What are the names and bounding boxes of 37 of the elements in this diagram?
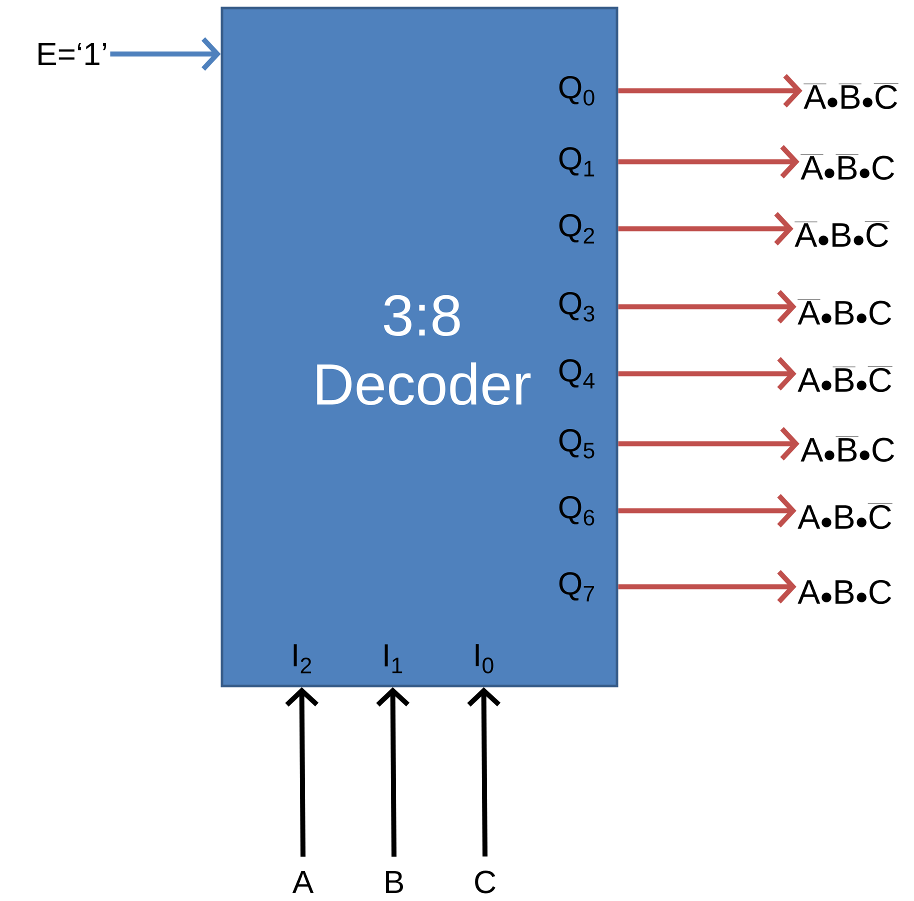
input-label: A xyxy=(292,871,314,893)
arrow xyxy=(618,494,796,528)
input-label: C xyxy=(475,870,496,894)
arrow xyxy=(618,570,796,604)
arrow xyxy=(618,212,794,246)
decoder-title: 3:8 Decoder xyxy=(317,294,531,406)
output-pin-label: Q$_{6}$ xyxy=(559,496,594,526)
arrow xyxy=(618,357,796,390)
output-expression: $\mathrm{A{\bullet}B{\bullet}\overline{C}}$ xyxy=(798,504,892,530)
output-pin-label: Q$_{5}$ xyxy=(559,429,594,458)
input-pin-label: I$_{1}$ xyxy=(384,644,402,674)
arrow xyxy=(376,687,410,857)
output-expression: $\mathrm{\overline{A}{\bullet}\overline{B}{\bullet}C}$ xyxy=(800,154,894,180)
output-expression: $\mathrm{A{\bullet}B{\bullet}C}$ xyxy=(798,580,892,604)
output-expression: $\mathrm{\overline{A}{\bullet}B{\bullet}C}$ xyxy=(798,300,892,325)
output-expression: $\mathrm{A{\bullet}\overline{B}{\bullet}C}$ xyxy=(800,436,894,462)
output-expression: $\mathrm{A{\bullet}\overline{B}{\bullet}\overline{C}}$ xyxy=(798,366,892,392)
output-expression: $\mathrm{\overline{A}{\bullet}B{\bullet}\overline{C}}$ xyxy=(794,222,890,248)
arrow xyxy=(285,687,319,857)
decoder-box xyxy=(220,6,618,688)
output-pin-label: Q$_{7}$ xyxy=(559,572,594,602)
output-expression: $\mathrm{\overline{A}{\bullet}\overline{B}{\bullet}\overline{C}}$ xyxy=(804,84,898,110)
input-label: B xyxy=(386,871,403,893)
arrow xyxy=(618,145,800,178)
arrow xyxy=(618,427,800,460)
output-pin-label: Q$_{0}$ xyxy=(559,76,594,106)
arrow xyxy=(467,687,501,856)
arrow xyxy=(618,74,802,108)
arrow xyxy=(110,37,221,71)
output-pin-label: Q$_{2}$ xyxy=(559,214,594,244)
output-pin-label: Q$_{4}$ xyxy=(559,359,595,388)
output-pin-label: Q$_{3}$ xyxy=(559,292,594,322)
input-pin-label: I$_{2}$ xyxy=(294,644,312,674)
input-pin-label: I$_{0}$ xyxy=(476,644,494,674)
output-pin-label: Q$_{1}$ xyxy=(559,147,594,176)
arrow xyxy=(618,290,796,324)
enable-label: E=‘1’ xyxy=(38,43,106,65)
